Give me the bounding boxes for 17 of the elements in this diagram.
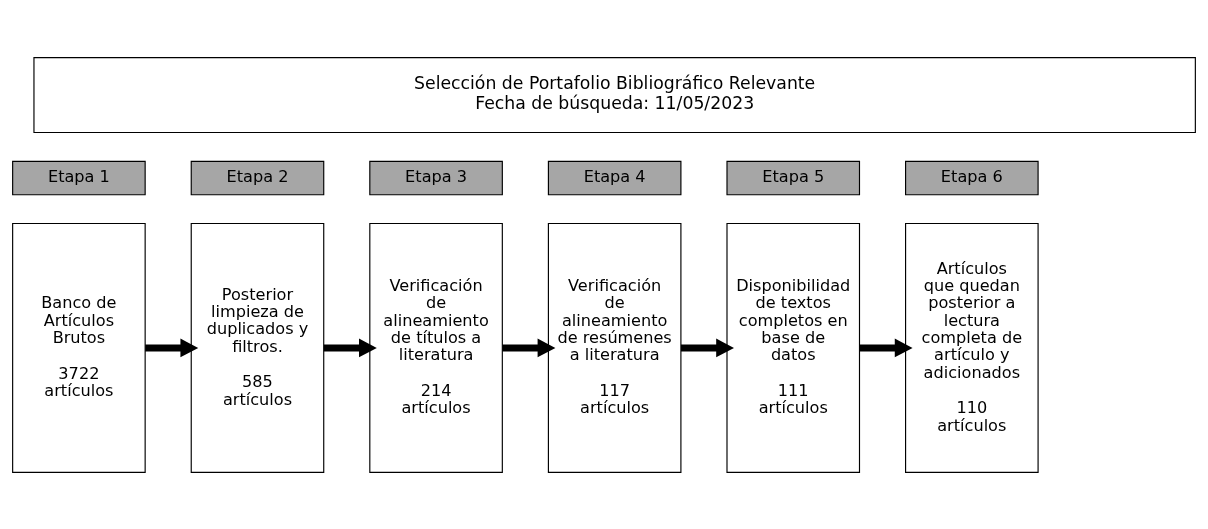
node-box: Verificación de alineamiento de resúmenes a literatura 117 artículos xyxy=(547,222,682,473)
arrow xyxy=(323,338,377,357)
node-box: Etapa 6 xyxy=(905,160,1039,195)
node-box: Banco de Artículos Brutos 3722 artículos xyxy=(12,222,146,473)
arrow xyxy=(502,338,556,357)
node-box: Etapa 1 xyxy=(12,160,146,195)
arrow xyxy=(859,338,913,357)
node-box: Disponibilidad de textos completos en base de datos 111 artículos xyxy=(726,222,861,473)
arrow xyxy=(680,338,734,357)
node-box: Artículos que quedan posterior a lectura completa de artículo y adicionados 110 artículos xyxy=(905,222,1039,473)
node-box: Etapa 3 xyxy=(369,160,503,195)
node-box: Etapa 4 xyxy=(547,160,682,195)
node-box: Etapa 2 xyxy=(190,160,325,195)
node-box: Posterior limpieza de duplicados y filtros. 585 artículos xyxy=(190,222,325,473)
node-box: Verificación de alineamiento de títulos a literatura 214 artículos xyxy=(369,222,503,473)
node-box: Selección de Portafolio Bibliográfico Relevante Fecha de búsqueda: 11/05/2023 xyxy=(33,56,1196,133)
node-box: Etapa 5 xyxy=(726,160,861,195)
